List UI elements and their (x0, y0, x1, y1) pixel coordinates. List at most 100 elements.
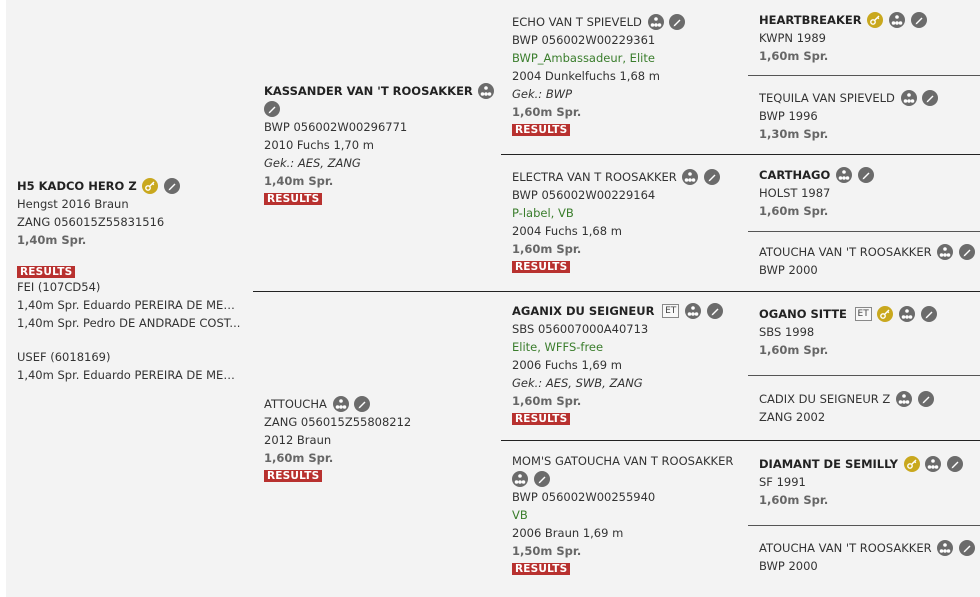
horse-info: BWP 2000 (759, 263, 818, 277)
et-badge: ET (662, 303, 680, 318)
separator (748, 525, 980, 526)
horse-approved: Gek.: AES, SWB, ZANG (512, 376, 643, 390)
offspring-icon[interactable] (895, 390, 912, 407)
offspring-icon[interactable] (899, 305, 916, 322)
horse-info: 2010 Fuchs 1,70 m (264, 138, 374, 152)
horse-info: BWP 1996 (759, 109, 818, 123)
results-button[interactable]: RESULTS (17, 266, 76, 278)
edit-icon[interactable] (163, 177, 180, 194)
horse-level: 1,30m Spr. (759, 127, 829, 141)
horse-card-g3: ATOUCHA VAN 'T ROOSAKKER BWP 2000 (759, 243, 977, 279)
horse-card-g3: ATOUCHA VAN 'T ROOSAKKER BWP 2000 (759, 539, 977, 575)
horse-name[interactable]: KASSANDER VAN 'T ROOSAKKER (264, 84, 473, 98)
separator (501, 440, 980, 441)
horse-name[interactable]: H5 KADCO HERO Z (17, 179, 137, 193)
results-button[interactable]: RESULTS (264, 193, 323, 205)
offspring-icon[interactable] (478, 82, 495, 99)
horse-name[interactable]: AGANIX DU SEIGNEUR (512, 304, 655, 318)
results-button[interactable]: RESULTS (512, 413, 571, 425)
horse-name[interactable]: OGANO SITTE (759, 307, 847, 321)
fei-id: FEI (107CD54) (17, 280, 101, 294)
edit-icon[interactable] (354, 395, 371, 412)
fei-result[interactable]: 1,40m Spr. Pedro DE ANDRADE COST... (17, 316, 241, 330)
horse-info: 2004 Fuchs 1,68 m (512, 224, 622, 238)
edit-icon[interactable] (910, 11, 927, 28)
horse-name[interactable]: ELECTRA VAN T ROOSAKKER (512, 170, 677, 184)
horse-reg: ZANG 056015Z55808212 (264, 415, 412, 429)
edit-icon[interactable] (669, 13, 686, 30)
separator (253, 291, 980, 292)
horse-level: 1,40m Spr. (264, 174, 334, 188)
horse-info: BWP 2000 (759, 559, 818, 573)
horse-card-g3: TEQUILA VAN SPIEVELD BWP 1996 1,30m Spr. (759, 89, 977, 143)
offspring-icon[interactable] (682, 168, 699, 185)
et-badge: ET (854, 306, 872, 321)
key-icon[interactable] (877, 305, 894, 322)
horse-card-dam: ATTOUCHA ZANG 056015Z55808212 2012 Braun… (264, 395, 494, 482)
horse-reg: BWP 056002W00229361 (512, 33, 656, 47)
fei-result[interactable]: 1,40m Spr. Eduardo PEREIRA DE MEN... (17, 298, 242, 312)
separator (748, 231, 980, 232)
horse-card-g3: CARTHAGO HOLST 1987 1,60m Spr. (759, 166, 977, 220)
horse-level: 1,60m Spr. (759, 204, 829, 218)
horse-info: SF 1991 (759, 475, 806, 489)
horse-reg: BWP 056002W00255940 (512, 490, 656, 504)
horse-card-dd: MOM'S GATOUCHA VAN T ROOSAKKER BWP 05600… (512, 452, 744, 575)
horse-info: HOLST 1987 (759, 186, 831, 200)
offspring-icon[interactable] (937, 539, 954, 556)
edit-icon[interactable] (704, 168, 721, 185)
horse-card-ss: ECHO VAN T SPIEVELD BWP 056002W00229361 … (512, 13, 744, 136)
results-button[interactable]: RESULTS (512, 261, 571, 273)
horse-card-sd: ELECTRA VAN T ROOSAKKER BWP 056002W00229… (512, 168, 744, 273)
horse-info: 2004 Dunkelfuchs 1,68 m (512, 69, 660, 83)
horse-level: 1,60m Spr. (759, 493, 829, 507)
horse-name[interactable]: CADIX DU SEIGNEUR Z (759, 392, 891, 406)
offspring-icon[interactable] (925, 455, 942, 472)
horse-card-g3: CADIX DU SEIGNEUR Z ZANG 2002 (759, 390, 977, 426)
offspring-icon[interactable] (835, 166, 852, 183)
offspring-icon[interactable] (684, 302, 701, 319)
edit-icon[interactable] (857, 166, 874, 183)
edit-icon[interactable] (920, 305, 937, 322)
key-icon[interactable] (867, 11, 884, 28)
edit-icon[interactable] (264, 100, 280, 117)
horse-name[interactable]: CARTHAGO (759, 168, 831, 182)
horse-level: 1,60m Spr. (512, 242, 582, 256)
usef-result[interactable]: 1,40m Spr. Eduardo PEREIRA DE MEN... (17, 368, 242, 382)
offspring-icon[interactable] (512, 470, 528, 487)
offspring-icon[interactable] (332, 395, 349, 412)
horse-name[interactable]: TEQUILA VAN SPIEVELD (759, 91, 895, 105)
horse-info: 2006 Braun 1,69 m (512, 526, 624, 540)
horse-name[interactable]: DIAMANT DE SEMILLY (759, 457, 898, 471)
offspring-icon[interactable] (937, 243, 954, 260)
horse-level: 1,60m Spr. (512, 105, 582, 119)
horse-name[interactable]: ATOUCHA VAN 'T ROOSAKKER (759, 541, 932, 555)
results-button[interactable]: RESULTS (512, 563, 571, 575)
key-icon[interactable] (903, 455, 920, 472)
horse-level: 1,50m Spr. (512, 544, 582, 558)
edit-icon[interactable] (917, 390, 934, 407)
horse-info: SBS 1998 (759, 325, 815, 339)
horse-name[interactable]: ATOUCHA VAN 'T ROOSAKKER (759, 245, 932, 259)
horse-name[interactable]: ECHO VAN T SPIEVELD (512, 15, 642, 29)
results-button[interactable]: RESULTS (264, 470, 323, 482)
horse-level: 1,60m Spr. (759, 343, 829, 357)
edit-icon[interactable] (533, 470, 550, 487)
edit-icon[interactable] (958, 539, 975, 556)
offspring-icon[interactable] (647, 13, 664, 30)
horse-level: 1,60m Spr. (759, 49, 829, 63)
separator (501, 154, 980, 155)
edit-icon[interactable] (922, 89, 939, 106)
horse-level: 1,60m Spr. (512, 394, 582, 408)
key-icon[interactable] (142, 177, 159, 194)
results-button[interactable]: RESULTS (512, 124, 571, 136)
offspring-icon[interactable] (888, 11, 905, 28)
edit-icon[interactable] (706, 302, 723, 319)
horse-name[interactable]: MOM'S GATOUCHA VAN T ROOSAKKER (512, 454, 734, 468)
horse-name[interactable]: HEARTBREAKER (759, 13, 862, 27)
horse-name[interactable]: ATTOUCHA (264, 397, 327, 411)
edit-icon[interactable] (958, 243, 975, 260)
edit-icon[interactable] (946, 455, 963, 472)
horse-reg: ZANG 056015Z55831516 (17, 215, 165, 229)
offspring-icon[interactable] (900, 89, 917, 106)
